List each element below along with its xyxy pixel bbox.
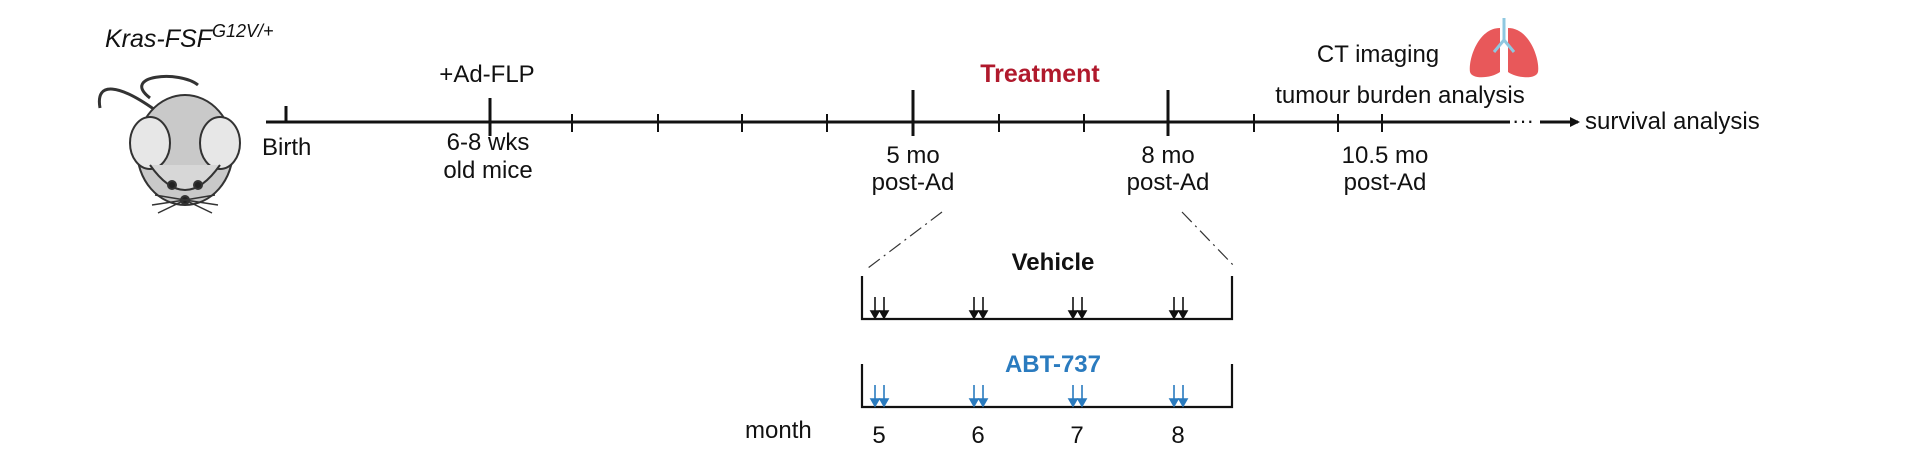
mark-5mo-line1: 5 mo — [886, 142, 939, 169]
tumour-burden-label: tumour burden analysis — [1275, 82, 1524, 109]
birth-label: Birth — [262, 134, 311, 161]
month-axis-label: month — [745, 417, 812, 444]
treatment-label: Treatment — [980, 60, 1100, 88]
abt-dose-month-5 — [869, 385, 890, 408]
vehicle-dose-arrows — [869, 297, 1189, 320]
abt-737-label: ABT-737 — [1005, 351, 1101, 378]
ct-imaging-label: CT imaging — [1317, 41, 1439, 68]
timeline-ellipsis: ··· — [1512, 108, 1534, 133]
vehicle-label: Vehicle — [1012, 249, 1095, 276]
vehicle-dose-month-7 — [1067, 297, 1088, 320]
zoom-connector-lines — [867, 211, 1237, 269]
month-tick-7: 7 — [1070, 422, 1083, 449]
mark-8mo-line1: 8 mo — [1141, 142, 1194, 169]
mark-105mo-line2: post-Ad — [1344, 169, 1427, 196]
main-timeline — [266, 90, 1580, 136]
mouse-icon — [97, 75, 241, 214]
month-tick-6: 6 — [971, 422, 984, 449]
abt-dose-month-8 — [1168, 385, 1189, 408]
vehicle-dose-month-5 — [869, 297, 890, 320]
ad-flp-label: +Ad-FLP — [439, 61, 534, 88]
age-label-line1: 6-8 wks — [447, 129, 530, 156]
vehicle-schedule-bracket — [860, 276, 1234, 321]
abt-dose-month-7 — [1067, 385, 1088, 408]
abt-dose-arrows — [869, 385, 1189, 408]
vehicle-dose-month-6 — [968, 297, 989, 320]
age-label-line2: old mice — [443, 157, 532, 184]
survival-analysis-label: survival analysis — [1585, 108, 1760, 135]
month-tick-8: 8 — [1171, 422, 1184, 449]
vehicle-dose-month-8 — [1168, 297, 1189, 320]
mark-5mo-line2: post-Ad — [872, 169, 955, 196]
mark-8mo-line2: post-Ad — [1127, 169, 1210, 196]
mouse-genotype-label: Kras-FSFG12V/+ — [105, 21, 274, 53]
mark-105mo-line1: 10.5 mo — [1342, 142, 1429, 169]
lungs-icon — [1469, 18, 1539, 78]
month-tick-5: 5 — [872, 422, 885, 449]
abt-dose-month-6 — [968, 385, 989, 408]
abt-schedule-bracket — [860, 364, 1234, 409]
